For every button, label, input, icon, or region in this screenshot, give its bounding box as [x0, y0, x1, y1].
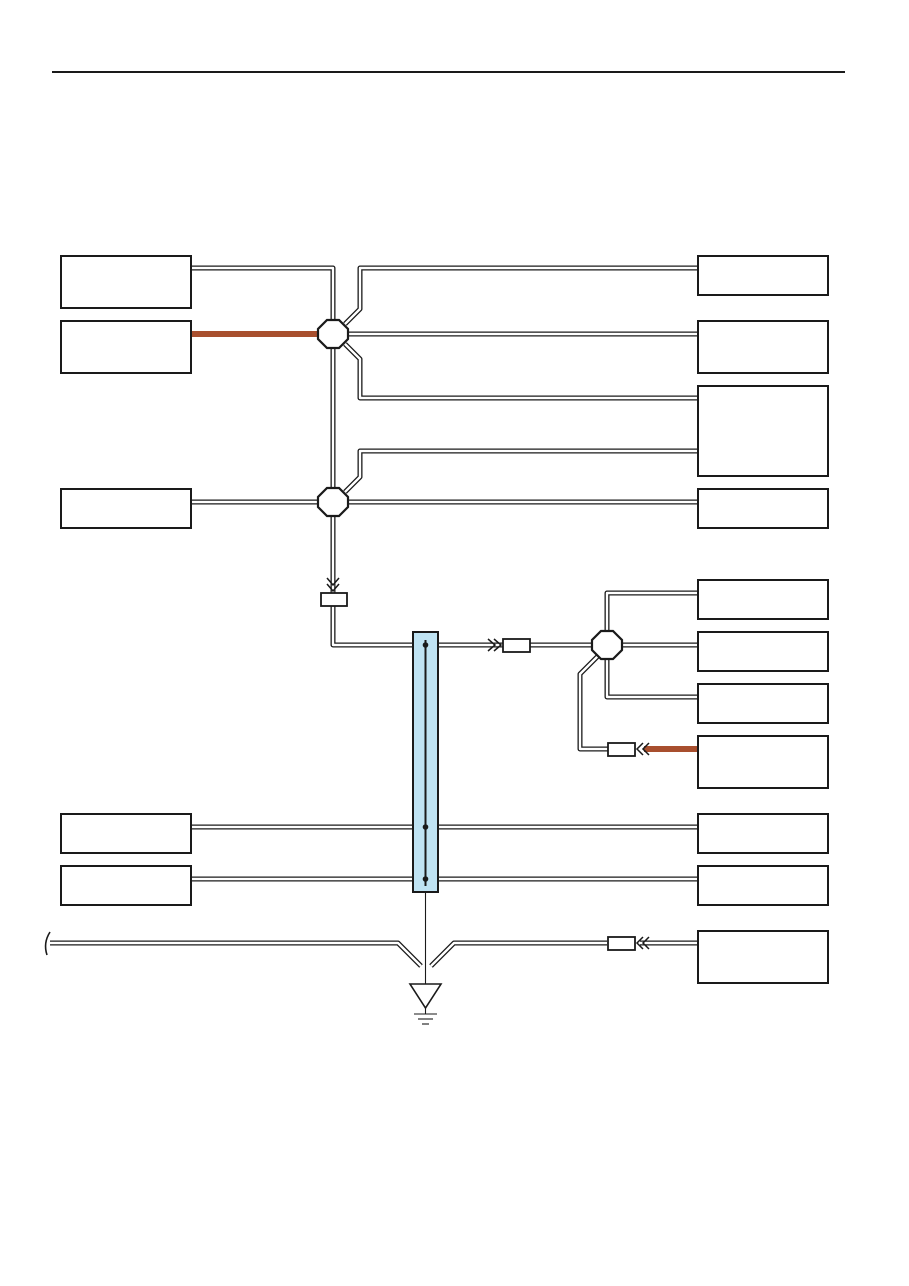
ground-icon: [408, 983, 443, 1025]
module-right-3: [697, 385, 829, 477]
bus-node-3: [422, 876, 429, 882]
module-right-7: [697, 683, 829, 724]
module-left-2: [60, 320, 192, 374]
connector-icon: [607, 742, 650, 757]
connector-icon: [607, 936, 650, 951]
wire-r1: [343, 265, 698, 326]
module-right-5: [697, 579, 829, 620]
wire-ground-right: [429, 940, 607, 968]
wire-ground-left: [50, 940, 423, 968]
module-right-1: [697, 255, 829, 296]
module-left-4: [60, 813, 192, 854]
modules-right: [697, 255, 829, 984]
modules-left: [60, 255, 192, 906]
wires-lower: [50, 824, 698, 968]
junction-icon: [316, 318, 350, 350]
module-right-10: [697, 865, 829, 906]
module-left-5: [60, 865, 192, 906]
wire-l1: [191, 265, 336, 334]
bus-node-1: [422, 642, 429, 648]
bus-node-2: [422, 824, 429, 830]
module-right-6: [697, 631, 829, 672]
connector-icon: [320, 577, 348, 607]
module-right-11: [697, 930, 829, 984]
module-right-2: [697, 320, 829, 374]
wire-break-icon: [44, 931, 51, 956]
module-right-4: [697, 488, 829, 529]
wires-middle: [438, 590, 698, 752]
junction-icon: [316, 486, 350, 518]
module-right-8: [697, 735, 829, 789]
wire-r3-lower: [343, 448, 698, 494]
module-left-3: [60, 488, 192, 529]
wires-upper: [191, 265, 698, 648]
wire-r3: [343, 342, 698, 401]
connector-icon: [487, 638, 531, 653]
junction-icon: [590, 629, 624, 661]
module-left-1: [60, 255, 192, 309]
wire-trunk-2: [330, 502, 413, 648]
module-right-9: [697, 813, 829, 854]
